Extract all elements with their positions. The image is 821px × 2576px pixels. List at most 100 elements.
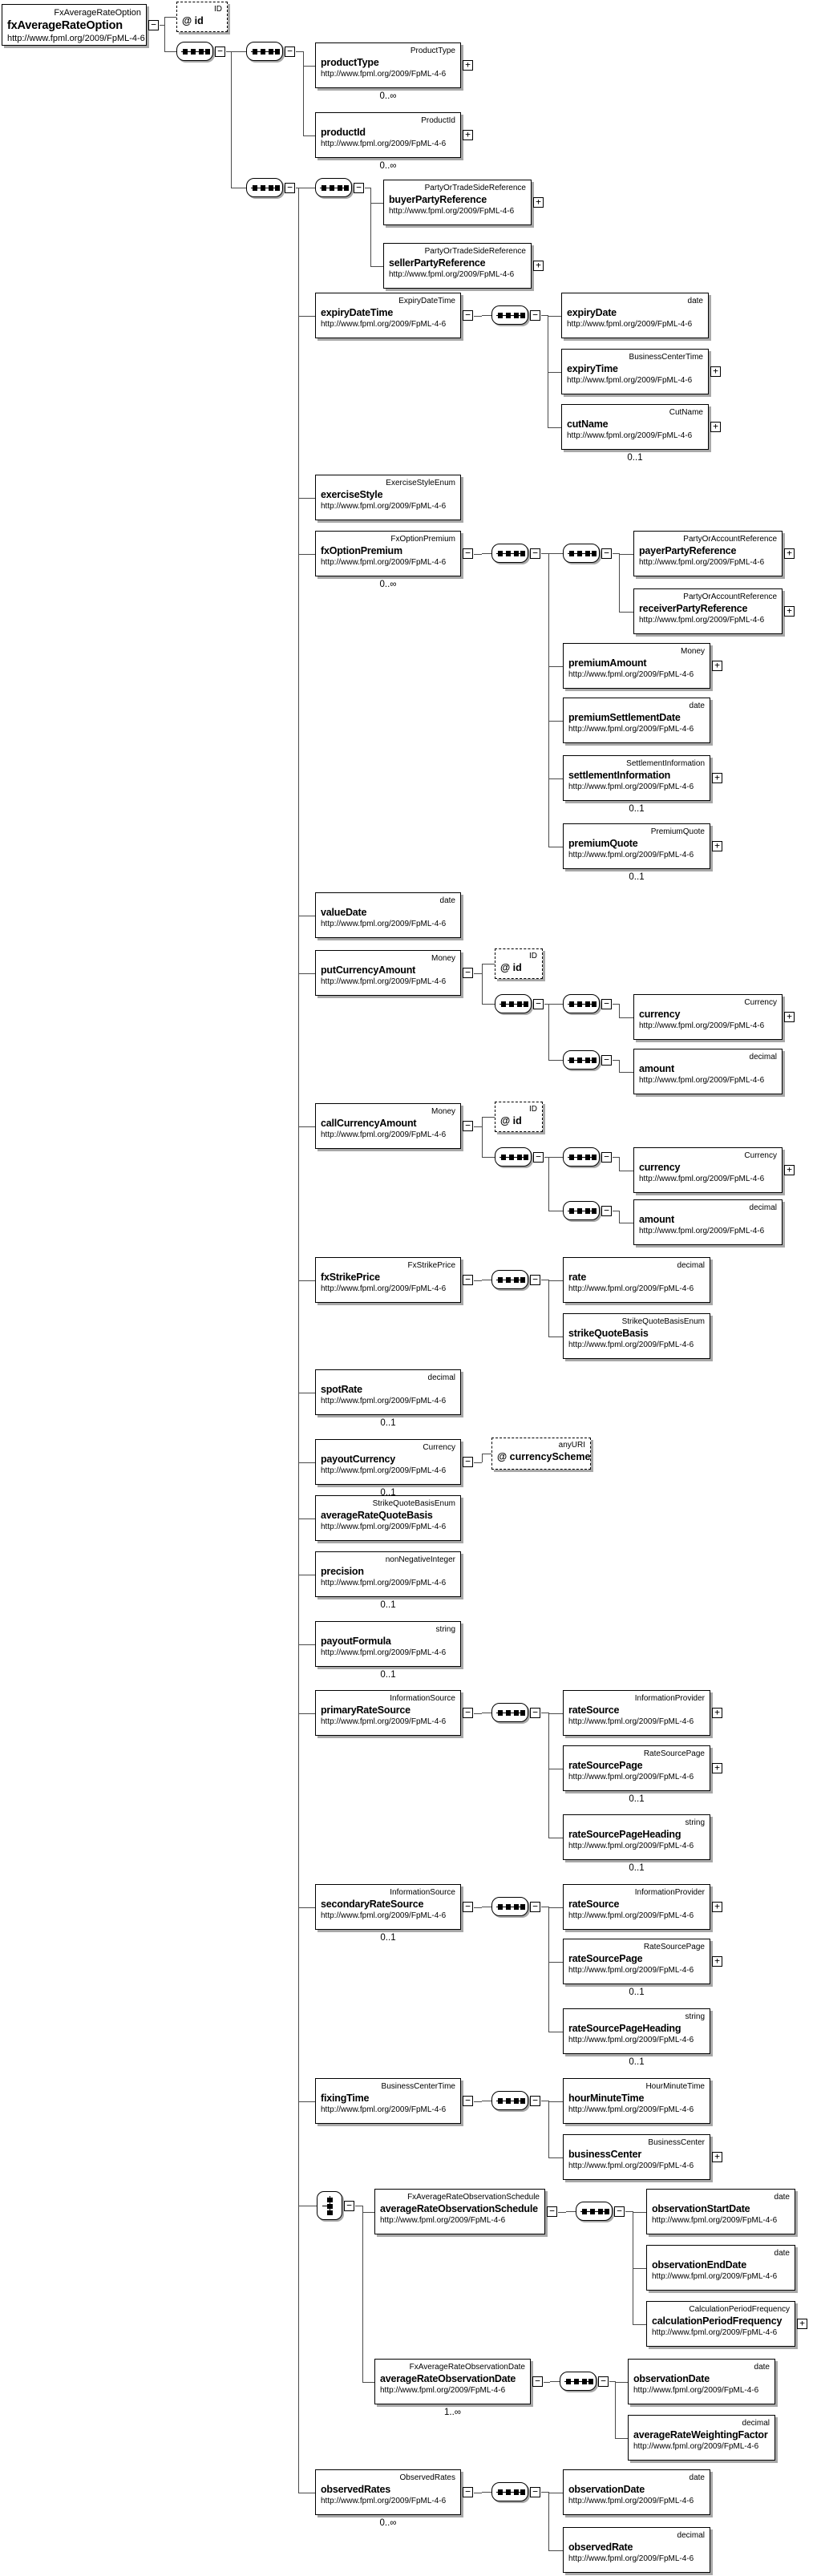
type-label: decimal — [677, 1261, 705, 1270]
connector-line — [548, 1907, 563, 1908]
collapse-button[interactable]: − — [601, 1151, 612, 1163]
collapse-button[interactable]: − — [601, 1054, 612, 1066]
type-label: FxOptionPremium — [390, 535, 455, 544]
collapse-button[interactable]: − — [601, 548, 612, 559]
collapse-button[interactable]: − — [463, 968, 473, 978]
occurrence-label: 0..1 — [629, 2057, 645, 2067]
type-label: date — [774, 2249, 790, 2258]
collapse-button[interactable]: − — [530, 1901, 540, 1912]
collapse-button[interactable]: − — [285, 46, 295, 57]
collapse-button[interactable]: − — [530, 548, 540, 559]
attribute-currencyScheme: anyURI@ currencyScheme — [491, 1438, 591, 1470]
collapse-button[interactable]: − — [463, 2487, 473, 2497]
collapse-button[interactable]: − — [463, 2096, 473, 2106]
element-name: rateSource — [568, 1899, 620, 1910]
namespace-url: http://www.fpml.org/2009/FpML-4-6 — [567, 320, 693, 329]
collapse-button[interactable]: − — [463, 548, 473, 559]
expand-button[interactable]: + — [710, 366, 721, 377]
collapse-button[interactable]: − — [215, 46, 225, 57]
attribute-name: @ id — [500, 962, 522, 973]
occurrence-label: 0..∞ — [379, 91, 397, 101]
expand-button[interactable]: + — [712, 1763, 722, 1773]
connector-line — [613, 1157, 619, 1158]
collapse-button[interactable]: − — [532, 2376, 543, 2387]
collapse-button[interactable]: − — [148, 19, 159, 30]
collapse-button[interactable]: − — [614, 2206, 625, 2217]
collapse-button[interactable]: − — [530, 2095, 540, 2106]
expand-button[interactable]: + — [463, 130, 473, 140]
expand-button[interactable]: + — [712, 841, 722, 851]
occurrence-label: 0..1 — [627, 453, 643, 463]
collapse-button[interactable]: − — [530, 1707, 540, 1718]
collapse-button[interactable]: − — [533, 998, 544, 1009]
collapse-button[interactable]: − — [463, 1902, 473, 1912]
type-label: Money — [431, 1107, 455, 1116]
connector-line — [615, 2437, 628, 2439]
collapse-button[interactable]: − — [533, 1151, 544, 1163]
expand-button[interactable]: + — [797, 2319, 807, 2329]
connector-line — [474, 2101, 482, 2102]
expand-button[interactable]: + — [784, 548, 795, 559]
namespace-url: http://www.fpml.org/2009/FpML-4-6 — [321, 1717, 447, 1726]
collapse-button[interactable]: − — [463, 1121, 473, 1131]
expand-button[interactable]: + — [712, 661, 722, 671]
expand-button[interactable]: + — [784, 1012, 795, 1022]
collapse-button[interactable]: − — [463, 1275, 473, 1285]
collapse-button[interactable]: − — [598, 2376, 609, 2387]
collapse-button[interactable]: − — [530, 309, 540, 321]
collapse-button[interactable]: − — [463, 1708, 473, 1718]
expand-button[interactable]: + — [533, 197, 544, 208]
collapse-button[interactable]: − — [285, 182, 295, 193]
attribute-id: ID@ id — [495, 948, 543, 979]
connector-line — [298, 497, 315, 499]
expand-button[interactable]: + — [712, 1708, 722, 1718]
collapse-button[interactable]: − — [601, 998, 612, 1009]
expand-button[interactable]: + — [533, 261, 544, 271]
element-name: currency — [639, 1162, 681, 1173]
namespace-url: http://www.fpml.org/2009/FpML-4-6 — [321, 977, 447, 986]
expand-button[interactable]: + — [712, 773, 722, 783]
expand-button[interactable]: + — [710, 422, 721, 432]
namespace-url: http://www.fpml.org/2009/FpML-4-6 — [652, 2216, 778, 2225]
connector-line — [482, 1004, 495, 1005]
collapse-button[interactable]: − — [463, 1457, 473, 1467]
expand-button[interactable]: + — [712, 1902, 722, 1912]
connector-line — [613, 553, 619, 554]
expand-button[interactable]: + — [784, 606, 795, 617]
collapse-button[interactable]: − — [601, 1205, 612, 1216]
type-label: decimal — [677, 2531, 705, 2540]
collapse-button[interactable]: − — [344, 2200, 354, 2211]
collapse-button[interactable]: − — [547, 2206, 557, 2217]
namespace-url: http://www.fpml.org/2009/FpML-4-6 — [568, 670, 694, 679]
type-label: decimal — [749, 1053, 777, 1062]
namespace-url: http://www.fpml.org/2009/FpML-4-6 — [321, 70, 447, 79]
connector-line — [482, 315, 491, 316]
type-label: ExpiryDateTime — [398, 297, 455, 305]
expand-button[interactable]: + — [463, 60, 473, 71]
namespace-url: http://www.fpml.org/2009/FpML-4-6 — [568, 1717, 694, 1726]
connector-line — [553, 1004, 563, 1005]
connector-line — [619, 1157, 620, 1171]
element-name: premiumQuote — [568, 838, 638, 849]
connector-line — [609, 2381, 615, 2382]
expand-button[interactable]: + — [712, 1956, 722, 1967]
choice-icon — [317, 2191, 342, 2220]
occurrence-label: 1..∞ — [444, 2408, 461, 2417]
collapse-button[interactable]: − — [354, 182, 364, 193]
connector-line — [548, 720, 563, 722]
connector-line — [633, 2323, 646, 2325]
collapse-button[interactable]: − — [530, 2486, 540, 2497]
connector-line — [164, 25, 165, 51]
expand-button[interactable]: + — [712, 2152, 722, 2162]
connector-line — [544, 1157, 548, 1158]
sequence-icon — [491, 1897, 528, 1916]
connector-line — [613, 1004, 619, 1005]
expand-button[interactable]: + — [784, 1165, 795, 1175]
collapse-button[interactable]: − — [530, 1274, 540, 1285]
collapse-button[interactable]: − — [463, 310, 473, 321]
